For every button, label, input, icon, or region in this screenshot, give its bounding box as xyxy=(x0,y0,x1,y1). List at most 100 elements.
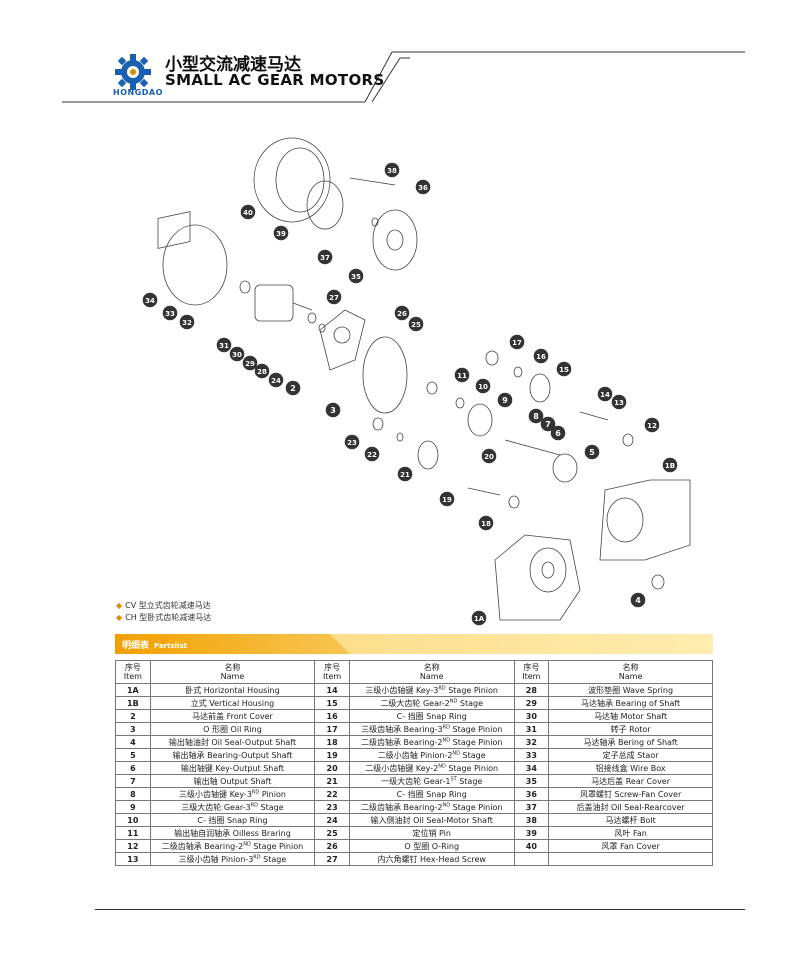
part-name: 三级小齿轴键 Key-3RD Stage Pinion xyxy=(348,683,515,697)
callout-marker xyxy=(611,394,627,410)
callout-label: 18 xyxy=(481,520,491,528)
callout-label: 15 xyxy=(559,366,569,374)
callout-marker xyxy=(415,179,431,195)
callout-label: 23 xyxy=(347,439,357,447)
part-name: 内六角螺钉 Hex-Head Screw xyxy=(348,852,515,866)
part-name: 二级齿轴承 Bearing-2ND Stage Pinion xyxy=(348,735,515,749)
callout-marker xyxy=(397,466,413,482)
part-name: 马达前盖 Front Cover xyxy=(149,709,316,723)
callout-label: 1B xyxy=(665,462,675,470)
part-name: 三级大齿轮 Gear-3RD Stage xyxy=(149,800,316,814)
part-name: 二级齿轴承 Bearing-2ND Stage Pinion xyxy=(149,839,316,853)
item-number: 23 xyxy=(314,800,350,814)
item-number: 40 xyxy=(513,839,550,853)
item-number: 24 xyxy=(314,813,350,827)
item-number: 31 xyxy=(513,722,550,736)
callout-label: 4 xyxy=(635,596,641,605)
item-number: 38 xyxy=(513,813,550,827)
part-name: 一级大齿轮 Gear-1ST Stage xyxy=(348,774,515,788)
callout-label: 2 xyxy=(290,384,296,393)
part-name: 三级小齿轴 Pinion-3RD Stage xyxy=(149,852,316,866)
callout-marker xyxy=(394,305,410,321)
brand-name: HONGDAO xyxy=(113,88,163,97)
part-name: 二级大齿轮 Gear-2ND Stage xyxy=(348,696,515,710)
part-name: 输出轴自润轴承 Oilless Braring xyxy=(149,826,316,840)
item-number: 14 xyxy=(314,683,350,697)
callout-label: 16 xyxy=(536,353,546,361)
part-name: 输出轴 Output Shaft xyxy=(149,774,316,788)
part-name: C- 挡圈 Snap Ring xyxy=(348,787,515,801)
gear-9-drawing xyxy=(467,403,493,437)
part-name: 风叶 Fan xyxy=(548,826,713,840)
callout-marker xyxy=(162,305,178,321)
item-number: 13 xyxy=(115,852,151,866)
callout-marker xyxy=(471,610,487,626)
callout-marker xyxy=(497,392,513,408)
callout-marker xyxy=(273,225,289,241)
callout-label: 8 xyxy=(533,412,539,421)
callout-marker xyxy=(216,337,232,353)
callout-marker xyxy=(142,292,158,308)
callout-marker xyxy=(326,289,342,305)
gear-logo-icon xyxy=(115,54,151,90)
item-number: 36 xyxy=(513,787,550,801)
callout-label: 25 xyxy=(411,321,421,329)
callout-marker xyxy=(254,363,270,379)
callout-label: 34 xyxy=(145,297,155,305)
item-number: 6 xyxy=(115,761,151,775)
part-name: 风罩 Fan Cover xyxy=(548,839,713,853)
header-rule xyxy=(62,51,745,103)
item-number: 34 xyxy=(513,761,550,775)
rear-cover-drawing xyxy=(372,209,418,271)
callout-marker xyxy=(268,372,284,388)
callout-label: 6 xyxy=(555,429,561,438)
item-number: 7 xyxy=(115,774,151,788)
part-name: O 形圈 Oil Ring xyxy=(149,722,316,736)
item-number: 5 xyxy=(115,748,151,762)
item-number xyxy=(513,852,550,866)
callout-marker xyxy=(630,592,646,608)
callout-label: 17 xyxy=(512,339,522,347)
part-name: 卧式 Horizontal Housing xyxy=(149,683,316,697)
part-name: 马达轴承 Bearing of Shaft xyxy=(548,696,713,710)
legend-item-cv: ◆CV 型立式齿轮减速马达 xyxy=(116,601,211,610)
rotor-drawing xyxy=(254,284,294,322)
item-number: 16 xyxy=(314,709,350,723)
callout-label: 28 xyxy=(257,368,267,376)
item-number: 33 xyxy=(513,748,550,762)
part-name: 三级小齿轴键 Key-3RD Pinion xyxy=(149,787,316,801)
callout-marker xyxy=(242,355,258,371)
callout-label: 24 xyxy=(271,377,281,385)
callout-marker xyxy=(179,314,195,330)
part-name: 转子 Rotor xyxy=(548,722,713,736)
callout-label: 30 xyxy=(232,351,242,359)
callout-marker xyxy=(644,417,660,433)
callout-marker xyxy=(317,249,333,265)
part-name: 输出轴承 Bearing-Output Shaft xyxy=(149,748,316,762)
callout-label: 13 xyxy=(614,399,624,407)
item-number: 35 xyxy=(513,774,550,788)
callout-label: 27 xyxy=(329,294,339,302)
partslist-band xyxy=(115,634,713,654)
part-name: 输出轴油封 Oil Seal-Output Shaft xyxy=(149,735,316,749)
item-number: 28 xyxy=(513,683,550,697)
callout-marker xyxy=(509,334,525,350)
item-number: 21 xyxy=(314,774,350,788)
part-name: 立式 Vertical Housing xyxy=(149,696,316,710)
callout-label: 5 xyxy=(589,448,595,457)
callout-label: 21 xyxy=(400,471,410,479)
callout-label: 32 xyxy=(182,319,192,327)
